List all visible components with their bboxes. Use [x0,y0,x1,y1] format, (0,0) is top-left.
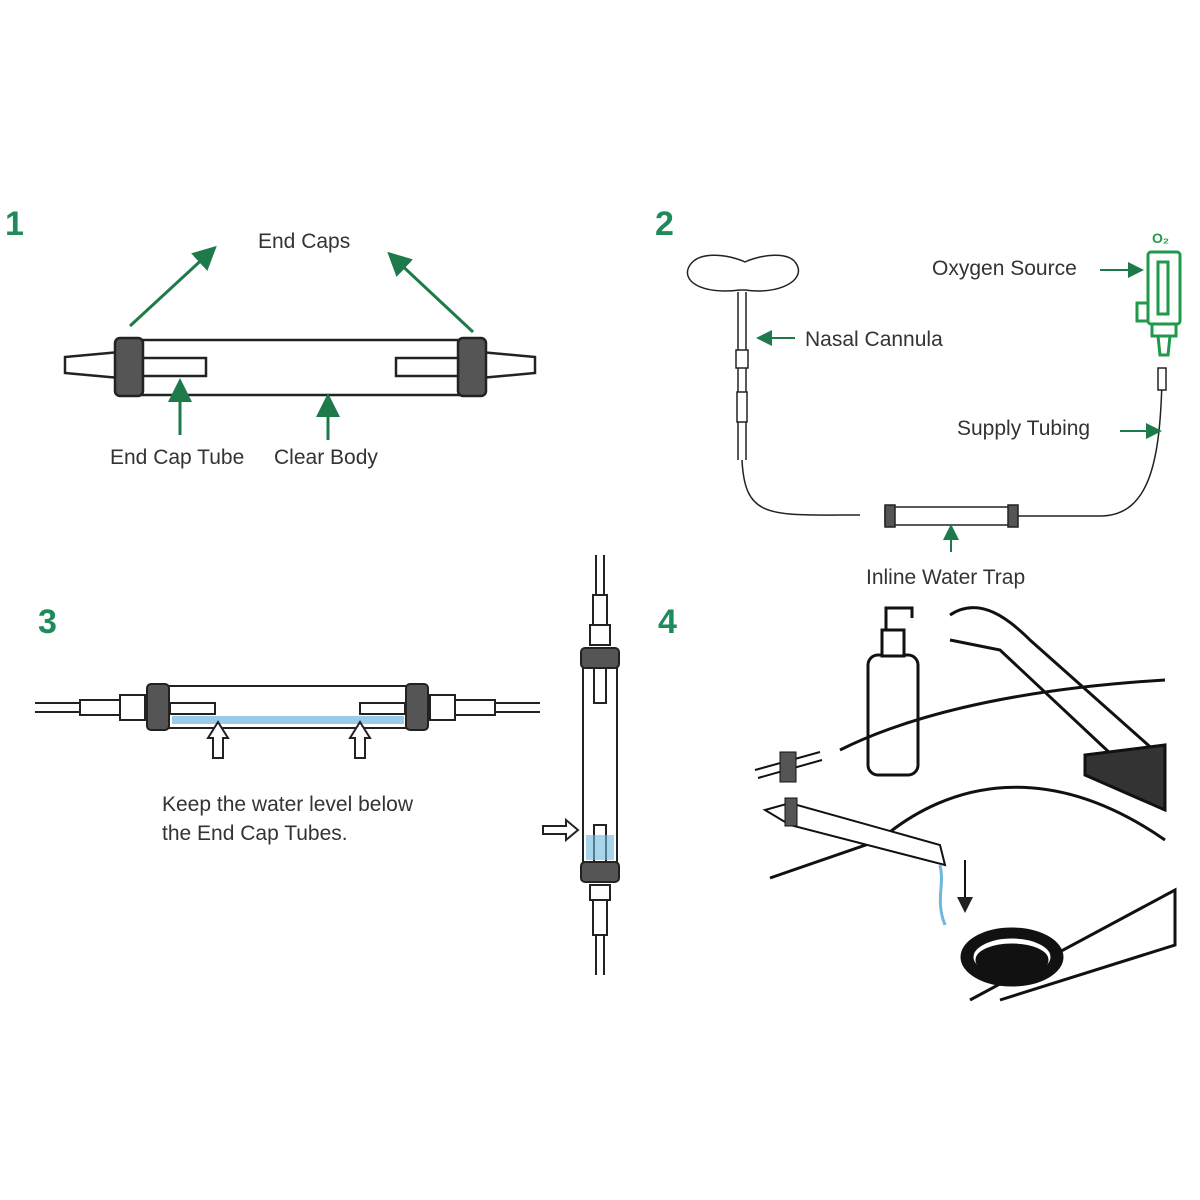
water-trap-large [63,336,537,398]
label-inline-water-trap: Inline Water Trap [866,566,1026,589]
water-trap-vertical [542,555,620,975]
step-number-1: 1 [5,205,24,243]
oxygen-flowmeter-icon [1135,250,1182,357]
label-clear-body: Clear Body [274,446,378,469]
note-line-1: Keep the water level below [162,793,413,816]
label-end-caps: End Caps [258,230,351,253]
water-level-note: Keep the water level below the End Cap T… [162,790,413,848]
step-number-4: 4 [658,603,677,641]
panel2-arrows [756,262,1162,552]
cannula-system [686,254,1167,528]
label-oxygen-source: Oxygen Source [932,257,1077,280]
step-number-2: 2 [655,205,674,243]
label-nasal-cannula: Nasal Cannula [805,328,943,351]
panel1-arrows [128,245,475,440]
label-o2: O₂ [1152,230,1170,246]
note-line-2: the End Cap Tubes. [162,822,348,845]
step-number-3: 3 [38,603,57,641]
label-supply-tubing: Supply Tubing [957,417,1091,440]
water-trap-horizontal [35,683,540,759]
label-end-cap-tube: End Cap Tube [110,446,245,469]
sink-scene [754,606,1177,1002]
water-level [172,716,404,724]
